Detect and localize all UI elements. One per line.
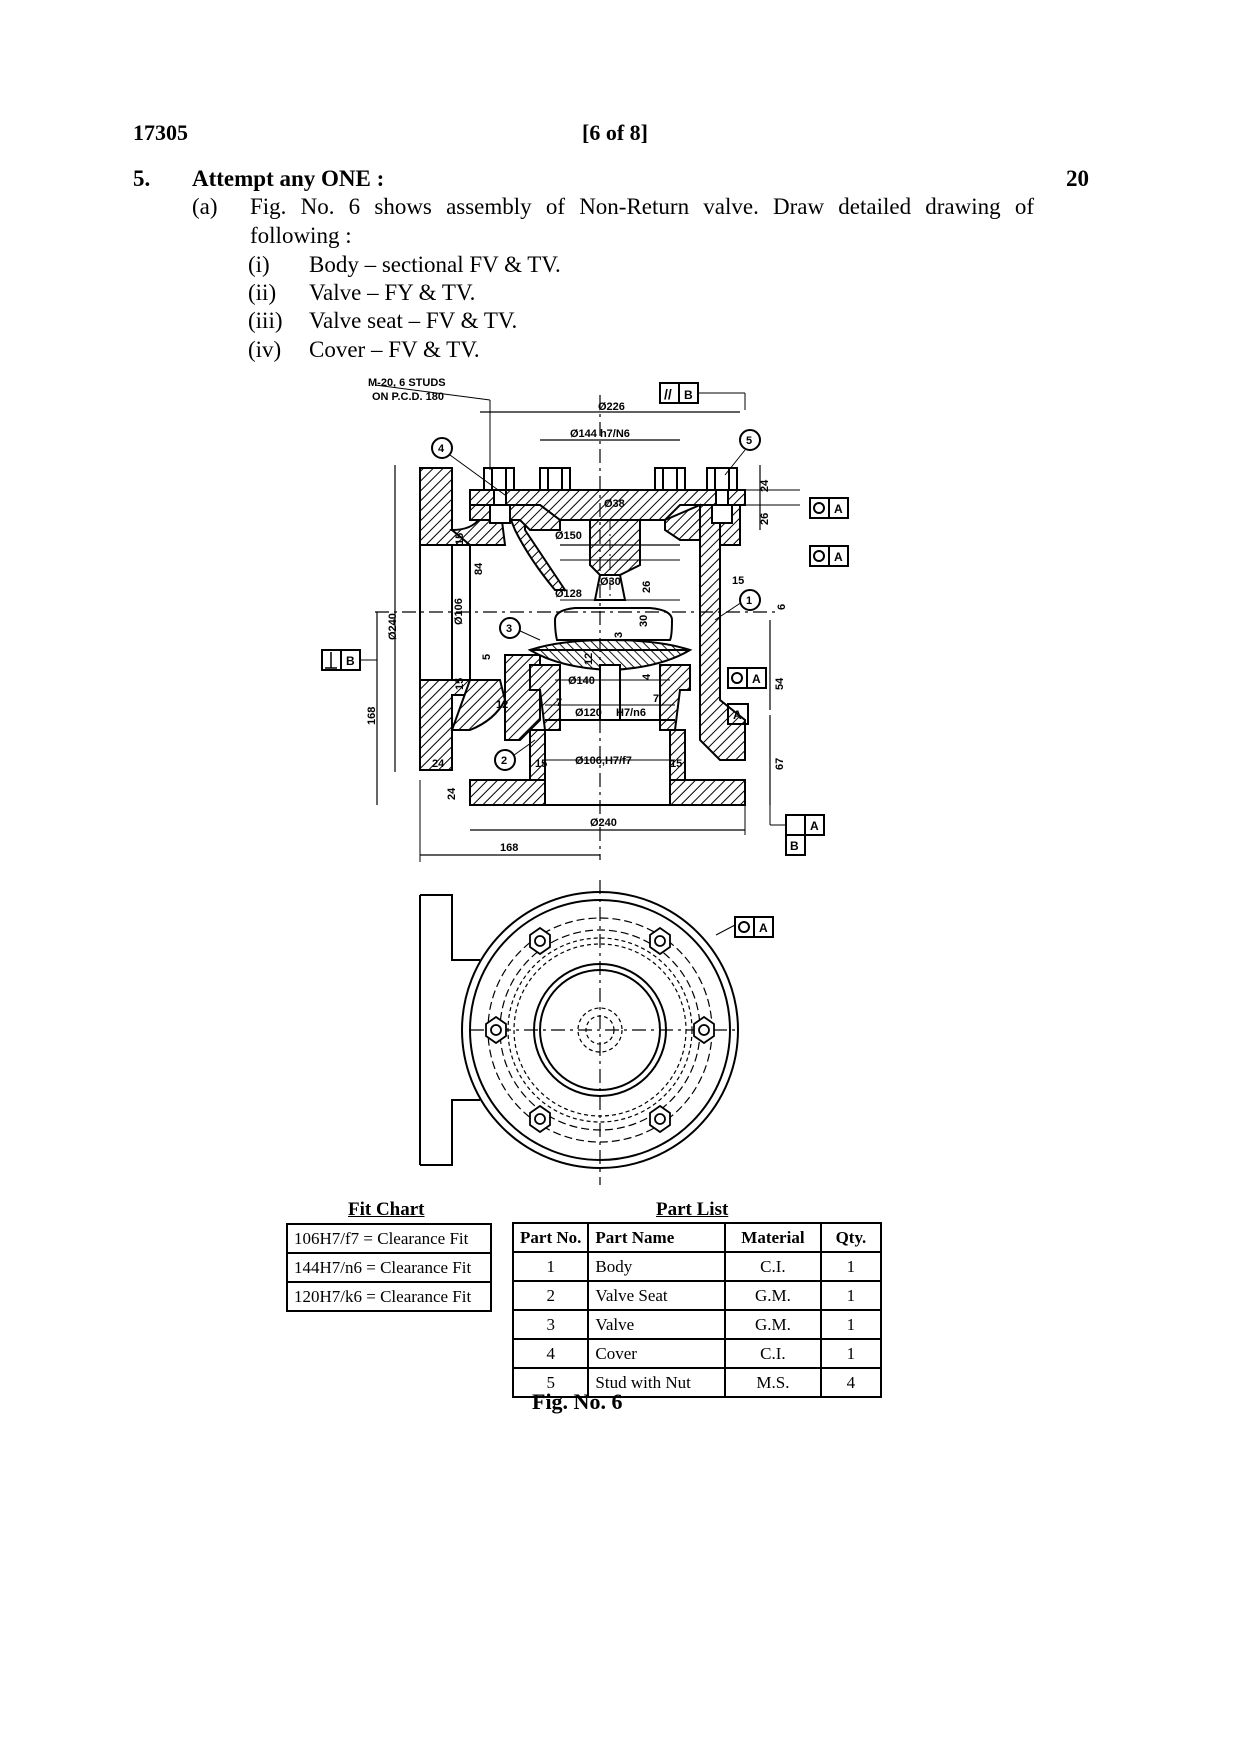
studs-note-line2: ON P.C.D. 180	[372, 391, 444, 403]
dim-7: 7	[653, 693, 659, 705]
item-num: (i)	[248, 252, 270, 277]
datum-a-ref: A	[752, 672, 761, 686]
dim-5: 5	[481, 654, 493, 660]
paper-code: 17305	[133, 120, 188, 145]
dim-12: 12	[496, 699, 508, 711]
datum-b-ref: B	[346, 654, 355, 668]
balloon-5: 5	[746, 435, 752, 447]
dim-26: 26	[759, 513, 771, 525]
studs-note-line1: M-20, 6 STUDS	[368, 377, 446, 389]
dim-7: 7	[556, 697, 562, 709]
dim-24: 24	[432, 758, 445, 770]
item-num: (iii)	[248, 308, 283, 333]
part-list-title: Part List	[656, 1199, 729, 1220]
part-label: (a)	[192, 194, 218, 219]
datum-b-ref: B	[684, 388, 693, 402]
datum-a-ref: A	[759, 921, 768, 935]
dim-4: 4	[641, 673, 653, 680]
datum-a-ref: A	[834, 502, 843, 516]
dim-24: 24	[446, 787, 458, 800]
dim-26: 26	[641, 581, 653, 593]
col-material: Material	[724, 1222, 822, 1253]
question-number: 5.	[133, 166, 151, 191]
figure-caption: Fig. No. 6	[532, 1389, 623, 1414]
fit-chart-title: Fit Chart	[348, 1199, 425, 1220]
dim-3: 3	[613, 632, 625, 638]
dim-d150: Ø150	[555, 530, 582, 542]
balloon-4: 4	[438, 443, 445, 455]
part-text-line2: following :	[250, 223, 352, 248]
parallel-symbol: //	[664, 386, 672, 402]
balloon-2: 2	[501, 755, 507, 767]
col-qty: Qty.	[819, 1222, 883, 1253]
dim-6: 6	[776, 604, 788, 610]
dim-15: 15	[670, 758, 682, 770]
dim-d240-side: Ø240	[387, 613, 399, 640]
dim-15: 15	[732, 575, 744, 587]
dim-d144: Ø144 h7/N6	[570, 428, 630, 440]
datum-a-ref: A	[834, 550, 843, 564]
dim-30: 30	[638, 615, 650, 627]
dim-d240-bottom: Ø240	[590, 817, 617, 829]
dim-15: 15	[454, 533, 466, 545]
dim-24: 24	[759, 479, 771, 492]
dim-d30: Ø30	[600, 576, 621, 588]
dim-168-bottom: 168	[500, 842, 518, 854]
part-text-line1: Fig. No. 6 shows assembly of Non-Return …	[250, 194, 1034, 219]
dim-15: 15	[535, 758, 547, 770]
item-text: Body – sectional FV & TV.	[309, 252, 561, 277]
datum-a-ref: A	[733, 708, 742, 722]
item-num: (iv)	[248, 337, 282, 362]
question-title: Attempt any ONE :	[192, 166, 385, 191]
datum-a-ref: A	[810, 819, 819, 833]
item-text: Valve – FY & TV.	[309, 280, 476, 305]
fit-chart-row: 120H7/k6 = Clearance Fit	[286, 1281, 492, 1312]
dim-d106f7: Ø106,H7/f7	[575, 755, 632, 767]
dim-12: 12	[583, 653, 595, 665]
balloon-3: 3	[506, 623, 512, 635]
dim-d38: Ø38	[604, 498, 625, 510]
fit-chart-row: 106H7/f7 = Clearance Fit	[286, 1223, 492, 1254]
dim-15: 15	[454, 678, 466, 690]
item-text: Valve seat – FV & TV.	[309, 308, 518, 333]
dim-d120: Ø120	[575, 707, 602, 719]
question-marks: 20	[1066, 166, 1089, 191]
page-number: [6 of 8]	[582, 120, 648, 145]
dim-d140: Ø140	[568, 675, 595, 687]
datum-b-ref: B	[790, 839, 799, 853]
dim-d128: Ø128	[555, 588, 582, 600]
balloon-1: 1	[746, 595, 752, 607]
item-num: (ii)	[248, 280, 277, 305]
col-part-name: Part Name	[587, 1222, 727, 1253]
dim-h7n6: H7/n6	[616, 707, 646, 719]
dim-54: 54	[774, 677, 786, 690]
dim-d106-side: Ø106	[453, 598, 465, 625]
dim-168-side: 168	[366, 707, 378, 725]
fit-chart-row: 144H7/n6 = Clearance Fit	[286, 1252, 492, 1283]
item-text: Cover – FV & TV.	[309, 337, 480, 362]
non-return-valve-drawing: M-20, 6 STUDS ON P.C.D. 180 Ø226 Ø144 h7…	[321, 377, 849, 1185]
fit-chart-table: 106H7/f7 = Clearance Fit 144H7/n6 = Clea…	[286, 1223, 492, 1312]
dim-d226: Ø226	[598, 401, 625, 413]
col-part-no: Part No.	[511, 1222, 590, 1253]
dim-67: 67	[774, 758, 786, 770]
dim-84: 84	[473, 562, 485, 575]
